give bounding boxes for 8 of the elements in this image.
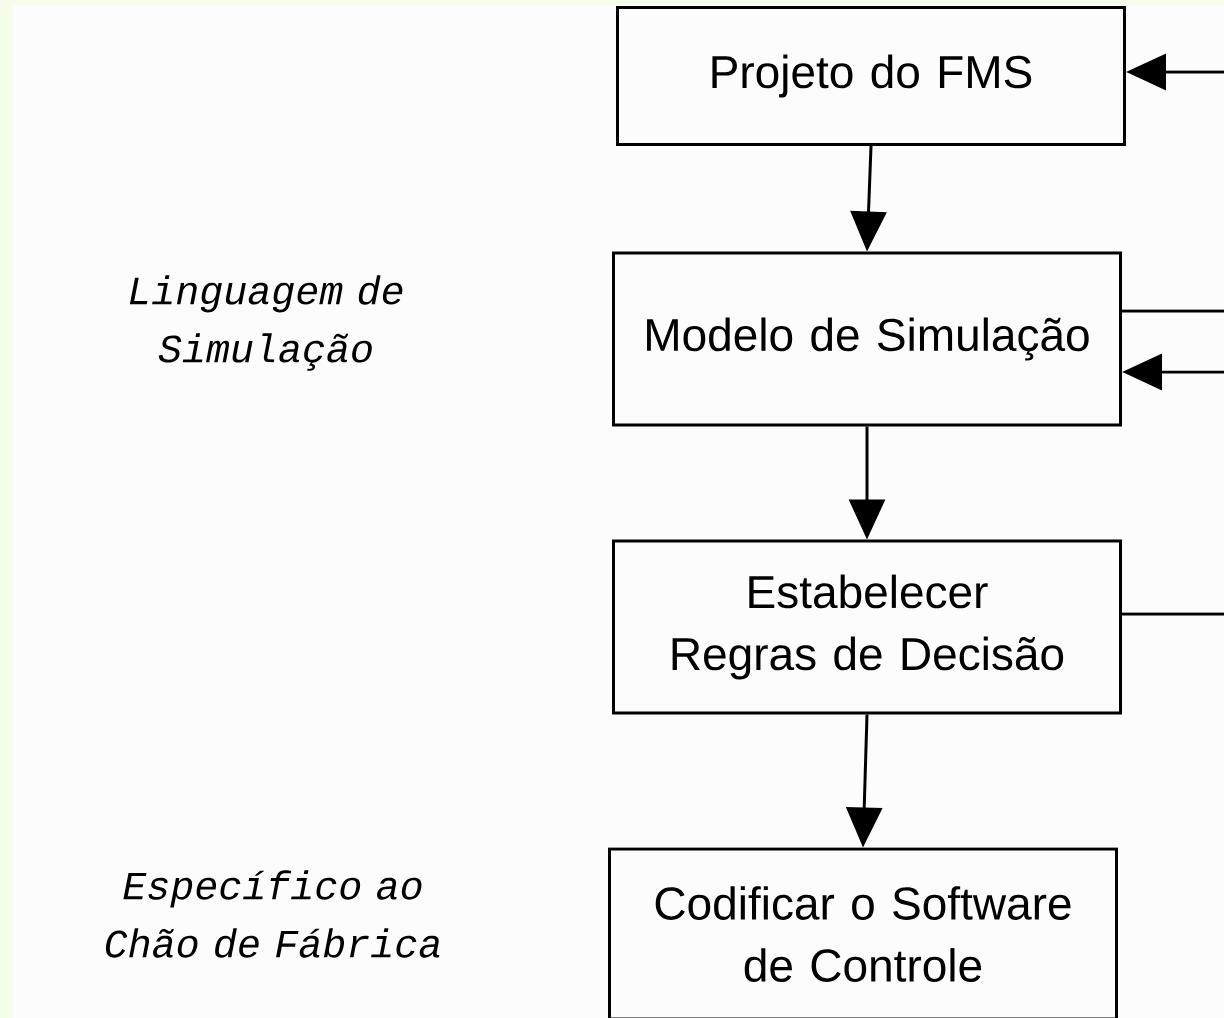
side-note: Linguagem de Simulação <box>129 275 403 371</box>
process-box: Estabelecer Regras de Decisão <box>612 539 1122 715</box>
connector-line <box>1122 612 1224 616</box>
process-box: Modelo de Simulação <box>612 251 1122 427</box>
side-note: Específico ao Chão de Fábrica <box>105 870 440 958</box>
connector-line <box>1122 309 1224 313</box>
process-box: Codificar o Software de Controle <box>608 847 1118 1018</box>
process-box: Projeto do FMS <box>616 6 1126 146</box>
